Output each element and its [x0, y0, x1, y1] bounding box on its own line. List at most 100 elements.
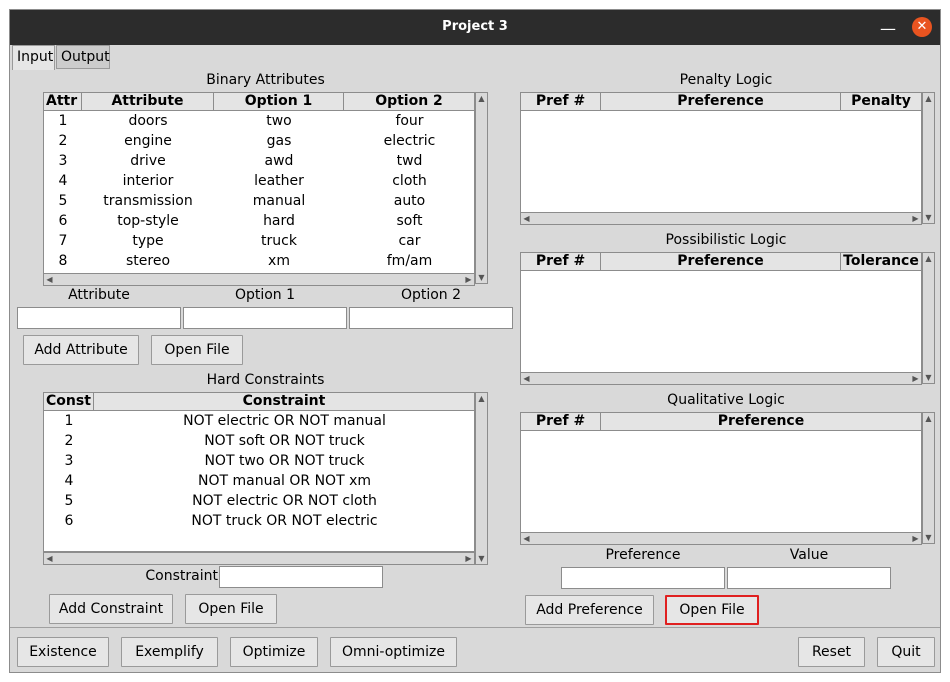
column-header-preference[interactable]: Preference	[601, 253, 841, 271]
binary-attributes-table[interactable]: Attr # Attribute Option 1 Option 2 1 doo…	[43, 92, 475, 275]
hard-constraints-vertical-scrollbar[interactable]: ▲ ▼	[475, 392, 488, 565]
possibilistic-logic-title: Possibilistic Logic	[665, 232, 787, 248]
column-header-const[interactable]: Const	[44, 393, 94, 411]
column-header-attr-num[interactable]: Attr #	[44, 93, 82, 111]
open-preferences-file-button[interactable]: Open File	[665, 595, 759, 625]
column-header-preference[interactable]: Preference	[601, 93, 841, 111]
optimize-button[interactable]: Optimize	[230, 637, 318, 667]
attribute-cell: drive	[130, 153, 166, 169]
scroll-down-icon[interactable]: ▼	[478, 554, 485, 563]
option1-cell: gas	[266, 133, 292, 149]
preference-input[interactable]	[561, 567, 725, 589]
scroll-right-icon[interactable]: ▶	[912, 374, 919, 383]
column-header-pref-num[interactable]: Pref #	[521, 253, 601, 271]
title-bar: Project 3 — ✕	[10, 10, 940, 45]
quit-button[interactable]: Quit	[877, 637, 935, 667]
scroll-down-icon[interactable]: ▼	[925, 533, 932, 542]
qualitative-logic-table[interactable]: Pref # Preference	[520, 412, 922, 534]
penalty-logic-horizontal-scrollbar[interactable]: ◀ ▶	[520, 212, 922, 225]
column-header-pref-num[interactable]: Pref #	[521, 93, 601, 111]
penalty-logic-vertical-scrollbar[interactable]: ▲ ▼	[922, 92, 935, 224]
binary-attributes-horizontal-scrollbar[interactable]: ◀ ▶	[43, 273, 475, 286]
value-input[interactable]	[727, 567, 891, 589]
scroll-right-icon[interactable]: ▶	[465, 554, 472, 563]
table-row[interactable]: 2 engine gas electric	[44, 131, 474, 151]
table-row[interactable]: 4 interior leather cloth	[44, 171, 474, 191]
table-row[interactable]: 1 NOT electric OR NOT manual	[44, 411, 474, 431]
hard-constraints-title: Hard Constraints	[206, 372, 325, 388]
hard-constraints-table[interactable]: Const Constraint 1 NOT electric OR NOT m…	[43, 392, 475, 552]
scroll-down-icon[interactable]: ▼	[925, 373, 932, 382]
scroll-left-icon[interactable]: ◀	[523, 214, 530, 223]
column-header-tolerance[interactable]: Tolerance	[841, 253, 921, 271]
penalty-logic-table[interactable]: Pref # Preference Penalty	[520, 92, 922, 214]
add-attribute-button[interactable]: Add Attribute	[23, 335, 139, 365]
qualitative-logic-vertical-scrollbar[interactable]: ▲ ▼	[922, 412, 935, 544]
option1-cell: awd	[264, 153, 294, 169]
add-constraint-button[interactable]: Add Constraint	[49, 594, 173, 624]
scroll-up-icon[interactable]: ▲	[478, 394, 485, 403]
open-attributes-file-button[interactable]: Open File	[151, 335, 243, 365]
scroll-down-icon[interactable]: ▼	[925, 213, 932, 222]
minimize-icon[interactable]: —	[880, 19, 896, 38]
table-row[interactable]: 1 doors two four	[44, 111, 474, 131]
reset-button[interactable]: Reset	[798, 637, 865, 667]
scroll-right-icon[interactable]: ▶	[912, 534, 919, 543]
option1-input[interactable]	[183, 307, 347, 329]
add-preference-button[interactable]: Add Preference	[525, 595, 654, 625]
table-row[interactable]: 3 NOT two OR NOT truck	[44, 451, 474, 471]
column-header-pref-num[interactable]: Pref #	[521, 413, 601, 431]
attribute-input[interactable]	[17, 307, 181, 329]
possibilistic-logic-horizontal-scrollbar[interactable]: ◀ ▶	[520, 372, 922, 385]
constraint-input[interactable]	[219, 566, 383, 588]
open-constraints-file-button[interactable]: Open File	[185, 594, 277, 624]
possibilistic-logic-vertical-scrollbar[interactable]: ▲ ▼	[922, 252, 935, 384]
option1-cell: xm	[268, 253, 290, 269]
qualitative-logic-horizontal-scrollbar[interactable]: ◀ ▶	[520, 532, 922, 545]
column-header-option2[interactable]: Option 2	[344, 93, 474, 111]
table-row[interactable]: 6 NOT truck OR NOT electric	[44, 511, 474, 531]
attr-num-cell: 6	[58, 213, 68, 229]
table-row[interactable]: 2 NOT soft OR NOT truck	[44, 431, 474, 451]
scroll-up-icon[interactable]: ▲	[478, 94, 485, 103]
preference-field-label: Preference	[605, 547, 681, 563]
scroll-up-icon[interactable]: ▲	[925, 94, 932, 103]
hard-constraints-horizontal-scrollbar[interactable]: ◀ ▶	[43, 552, 475, 565]
scroll-right-icon[interactable]: ▶	[912, 214, 919, 223]
scroll-left-icon[interactable]: ◀	[523, 534, 530, 543]
table-row[interactable]: 8 stereo xm fm/am	[44, 251, 474, 271]
attr-num-cell: 4	[58, 173, 68, 189]
table-row[interactable]: 7 type truck car	[44, 231, 474, 251]
attribute-cell: top-style	[117, 213, 179, 229]
option1-cell: manual	[252, 193, 306, 209]
table-row[interactable]: 5 NOT electric OR NOT cloth	[44, 491, 474, 511]
column-header-penalty[interactable]: Penalty	[841, 93, 921, 111]
column-header-option1[interactable]: Option 1	[214, 93, 344, 111]
const-num-cell: 1	[64, 413, 74, 429]
scroll-up-icon[interactable]: ▲	[925, 254, 932, 263]
close-icon[interactable]: ✕	[912, 17, 932, 37]
possibilistic-logic-table[interactable]: Pref # Preference Tolerance	[520, 252, 922, 374]
attribute-cell: engine	[124, 133, 172, 149]
scroll-left-icon[interactable]: ◀	[46, 554, 53, 563]
omni-optimize-button[interactable]: Omni-optimize	[330, 637, 457, 667]
scroll-right-icon[interactable]: ▶	[465, 275, 472, 284]
exemplify-button[interactable]: Exemplify	[121, 637, 218, 667]
attr-num-cell: 2	[58, 133, 68, 149]
table-row[interactable]: 3 drive awd twd	[44, 151, 474, 171]
scroll-down-icon[interactable]: ▼	[478, 273, 485, 282]
existence-button[interactable]: Existence	[17, 637, 109, 667]
table-row[interactable]: 5 transmission manual auto	[44, 191, 474, 211]
scroll-left-icon[interactable]: ◀	[46, 275, 53, 284]
tab-input[interactable]: Input	[12, 45, 55, 70]
scroll-left-icon[interactable]: ◀	[523, 374, 530, 383]
binary-attributes-vertical-scrollbar[interactable]: ▲ ▼	[475, 92, 488, 284]
column-header-constraint[interactable]: Constraint	[94, 393, 474, 411]
scroll-up-icon[interactable]: ▲	[925, 414, 932, 423]
table-row[interactable]: 4 NOT manual OR NOT xm	[44, 471, 474, 491]
option2-input[interactable]	[349, 307, 513, 329]
column-header-preference[interactable]: Preference	[601, 413, 921, 431]
tab-output[interactable]: Output	[56, 45, 110, 69]
column-header-attribute[interactable]: Attribute	[82, 93, 214, 111]
table-row[interactable]: 6 top-style hard soft	[44, 211, 474, 231]
